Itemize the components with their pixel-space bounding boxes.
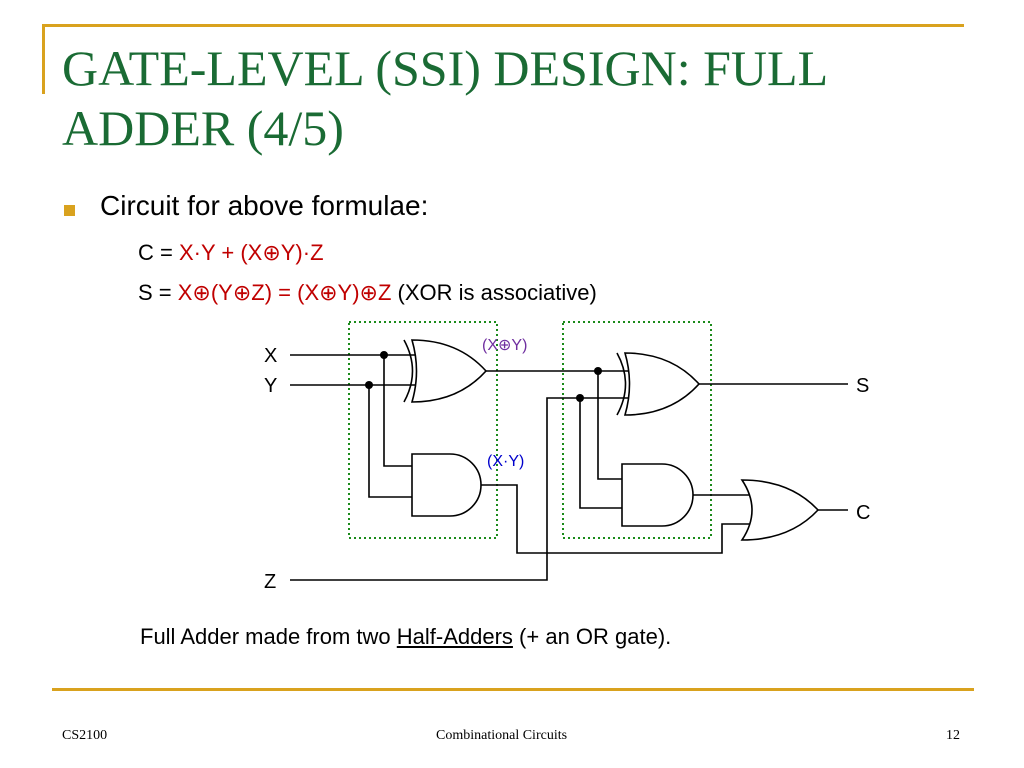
input-y-label: Y: [264, 375, 277, 397]
formula-sum-rhs: X⊕(Y⊕Z) = (X⊕Y)⊕Z: [177, 280, 392, 305]
footer-course: CS2100: [62, 728, 108, 743]
junction-xor1: [594, 367, 602, 375]
bottom-rule: [52, 688, 974, 691]
half-adder-box-1: [348, 321, 498, 539]
wire-y-to-and1: [368, 385, 412, 498]
bullet-marker: [64, 205, 75, 216]
wire-xor1-to-and2: [597, 371, 622, 480]
xor1-back-curve: [403, 339, 414, 403]
and-gate-2: [621, 463, 694, 527]
bullet-text: Circuit for above formulae:: [100, 190, 429, 221]
half-adders-link[interactable]: Half-Adders: [396, 624, 513, 649]
caption-after: (+ an OR gate).: [512, 624, 672, 649]
wire-and1-to-or: [481, 484, 752, 554]
wire-x-to-and1: [383, 355, 412, 467]
formula-carry-lhs: C =: [138, 240, 179, 265]
formula-carry: C = X·Y + (X⊕Y)·Z: [138, 240, 324, 266]
xor-gate-1: [410, 339, 488, 403]
footer-topic: Combinational Circuits: [436, 728, 568, 743]
footer-page-number: 12: [946, 728, 960, 743]
wire-z-to-and2: [579, 398, 622, 509]
input-z-label: Z: [264, 571, 276, 593]
caption-before: Full Adder made from two: [140, 624, 397, 649]
xor-gate-2: [623, 352, 701, 416]
xor-annotation: (X⊕Y): [482, 337, 527, 354]
input-x-label: X: [264, 345, 277, 367]
formula-sum-lhs: S =: [138, 280, 178, 305]
and-gate-1: [411, 453, 482, 517]
top-rule: [42, 24, 964, 27]
left-rule: [42, 24, 45, 94]
junction-y: [365, 381, 373, 389]
half-adder-box-2: [562, 321, 712, 539]
formula-sum: S = X⊕(Y⊕Z) = (X⊕Y)⊕Z (XOR is associativ…: [138, 280, 597, 306]
junction-z: [576, 394, 584, 402]
caption: Full Adder made from two Half-Adders (+ …: [140, 624, 671, 650]
formula-carry-rhs: X·Y + (X⊕Y)·Z: [178, 240, 324, 265]
formula-sum-tail: (XOR is associative): [391, 280, 597, 305]
and-annotation: (X·Y): [487, 453, 524, 470]
or-gate: [740, 479, 820, 541]
wire-z: [290, 397, 630, 581]
output-s-label: S: [856, 375, 869, 397]
output-c-label: C: [856, 502, 870, 524]
xor2-back-curve: [616, 352, 627, 416]
junction-x: [380, 351, 388, 359]
slide-title: GATE-LEVEL (SSI) DESIGN: FULL ADDER (4/5…: [62, 40, 827, 156]
